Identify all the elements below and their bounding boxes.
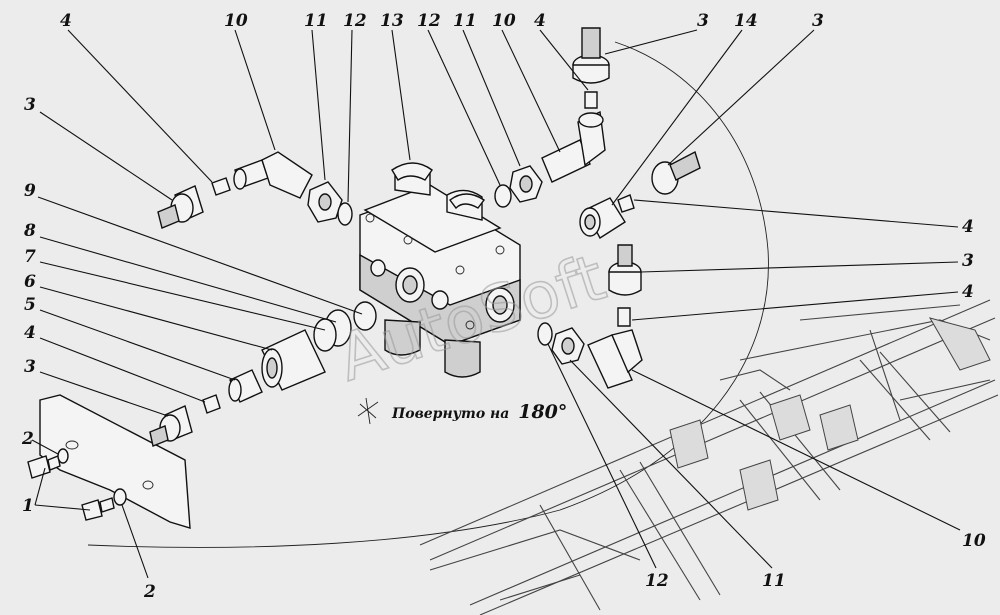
rotation-note: Повернуто на 180° <box>357 397 567 425</box>
callout-4: 4 <box>24 323 36 343</box>
callout-3: 3 <box>812 11 824 31</box>
rotation-arrow-icon <box>357 397 379 425</box>
fitting-3-right-upper <box>651 150 701 195</box>
rotation-note-prefix: Повернуто на <box>391 406 509 422</box>
insert-4-right-lower <box>617 307 631 327</box>
callout-10: 10 <box>962 531 986 551</box>
ring-12-lower <box>537 322 553 346</box>
insert-4-lower <box>202 394 221 414</box>
elbow-10-left <box>233 151 313 199</box>
leader-lines <box>31 29 961 579</box>
vehicle-frame <box>419 299 999 615</box>
nut-11-lower <box>551 327 585 365</box>
callout-numbers: 4 10 11 12 13 12 11 10 4 3 14 3 3 9 8 7 … <box>21 11 986 602</box>
nut-11-left <box>307 181 343 223</box>
callout-14: 14 <box>734 11 758 31</box>
callout-3: 3 <box>24 357 36 377</box>
callout-8: 8 <box>23 221 36 241</box>
callout-4: 4 <box>534 11 546 31</box>
fitting-3-right-mid <box>608 244 642 296</box>
fitting-3-top <box>572 27 610 84</box>
callout-3: 3 <box>697 11 709 31</box>
callout-4: 4 <box>962 282 974 302</box>
callout-2: 2 <box>143 582 156 602</box>
callout-9: 9 <box>24 181 36 201</box>
callout-12: 12 <box>645 571 669 591</box>
insert-4-upper-left <box>211 177 231 196</box>
insert-4-right-upper <box>617 194 635 213</box>
callout-3: 3 <box>24 95 36 115</box>
callout-10: 10 <box>492 11 516 31</box>
nut-11-right <box>509 165 543 203</box>
valve-body <box>359 162 521 378</box>
nut-5 <box>228 369 263 403</box>
callout-10: 10 <box>224 11 248 31</box>
callout-12: 12 <box>343 11 367 31</box>
callout-11: 11 <box>762 571 786 591</box>
insert-4-top <box>584 91 598 109</box>
callout-12: 12 <box>417 11 441 31</box>
washer-lower <box>113 488 127 506</box>
bolt-lower <box>81 497 115 521</box>
fitting-3-lower <box>149 405 193 447</box>
svg-text:Повернуто на 180°: Повернуто на 180° <box>391 401 567 423</box>
elbow-10-lower <box>587 329 643 389</box>
callout-5: 5 <box>24 295 36 315</box>
callout-2: 2 <box>21 429 34 449</box>
callout-3: 3 <box>962 251 974 271</box>
callout-7: 7 <box>24 247 36 267</box>
washer-upper <box>57 448 69 464</box>
callout-11: 11 <box>304 11 328 31</box>
elbow-10-right <box>541 110 606 183</box>
callout-4: 4 <box>60 11 72 31</box>
fitting-3-upper-left <box>157 185 204 229</box>
callout-13: 13 <box>380 11 404 31</box>
seal-ring-9 <box>353 301 377 331</box>
callout-4: 4 <box>962 217 974 237</box>
rotation-note-angle: 180° <box>518 401 567 423</box>
sleeve-6 <box>261 329 326 391</box>
callout-11: 11 <box>453 11 477 31</box>
callout-6: 6 <box>24 272 36 292</box>
callout-1: 1 <box>22 496 34 516</box>
ring-12-right <box>494 184 512 208</box>
ring-12-left <box>337 202 353 226</box>
bolt-upper <box>27 455 61 479</box>
elbow-14 <box>579 197 626 239</box>
